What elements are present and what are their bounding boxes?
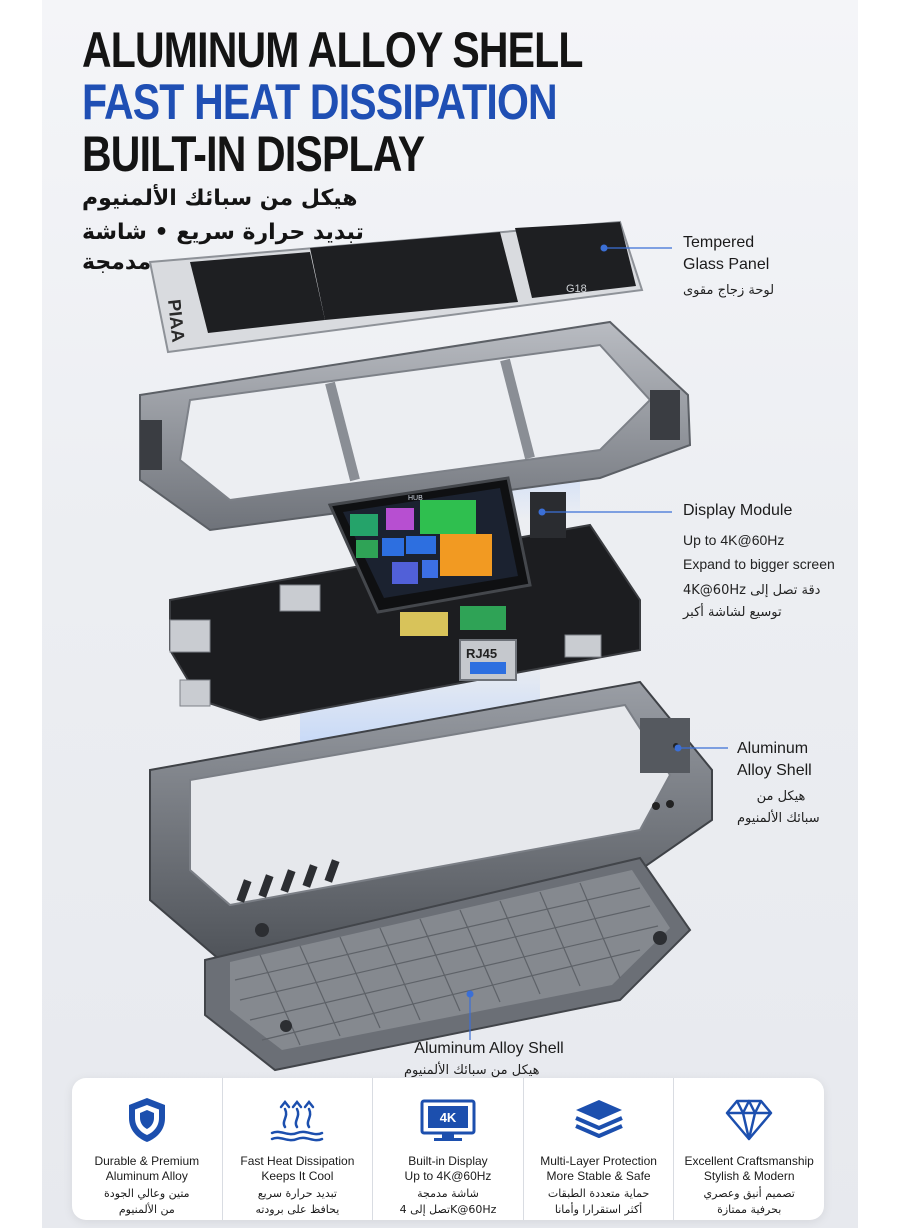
callout-display-arabic-2: توسيع لشاشة أكبر xyxy=(683,605,782,620)
rj45-label: RJ45 xyxy=(466,646,497,661)
headline-arabic-2: تبديد حرارة سريع • شاشة مدمجة xyxy=(82,220,364,275)
display-4k-badge: 4K xyxy=(440,1110,457,1125)
callout-glass-title-2: Glass Panel xyxy=(683,256,770,273)
feature-craftsmanship: Excellent Craftsmanship Stylish & Modern… xyxy=(674,1078,824,1220)
callout-shell-arabic-2: سبائك الألمنيوم xyxy=(737,811,820,826)
feature-heat-arabic-1: تبديد حرارة سريع xyxy=(257,1187,337,1200)
model-mark: G18 xyxy=(566,283,587,295)
callout-display: Display Module Up to 4K@60Hz Expand to b… xyxy=(683,500,835,624)
callout-display-line-1: Up to 4K@60Hz xyxy=(683,532,785,548)
display-4k-icon: 4K xyxy=(420,1099,476,1141)
feature-display-arabic-2: تصل إلى 4K@60Hz xyxy=(399,1203,497,1216)
screen-header: HUB xyxy=(408,495,423,502)
feature-heat-arabic-2: يحافظ على برودته xyxy=(255,1203,340,1216)
bottom-plate-part xyxy=(204,856,692,1072)
headline-line-3: BUILT-IN DISPLAY xyxy=(82,126,425,182)
feature-durable: Durable & Premium Aluminum Alloy متين وع… xyxy=(72,1078,223,1220)
callout-glass: Tempered Glass Panel لوحة زجاج مقوى xyxy=(683,232,793,302)
callout-display-arabic-1: دقة تصل إلى 4K@60Hz xyxy=(683,583,821,598)
feature-protection-arabic-1: حماية متعددة الطبقات xyxy=(547,1187,650,1200)
feature-craftsmanship-line-1: Excellent Craftsmanship xyxy=(684,1154,814,1168)
feature-craftsmanship-arabic-2: بحرفية ممتازة xyxy=(717,1203,782,1216)
headline-line-1: ALUMINUM ALLOY SHELL xyxy=(82,22,583,78)
feature-craftsmanship-arabic-1: تصميم أنيق وعصري xyxy=(703,1187,795,1200)
feature-protection-line-2: More Stable & Safe xyxy=(546,1169,651,1183)
callout-glass-arabic: لوحة زجاج مقوى xyxy=(683,283,775,298)
callout-shell-arabic-1: هيكل من xyxy=(756,789,806,804)
callout-bottom: Aluminum Alloy Shell هيكل من سبائك الألم… xyxy=(404,1038,574,1082)
feature-durable-arabic-1: متين وعالي الجودة xyxy=(104,1187,190,1200)
feature-display-line-1: Built-in Display xyxy=(408,1154,488,1168)
display-module-part: HUB xyxy=(327,476,566,614)
shield-icon xyxy=(128,1098,165,1142)
feature-heat-line-2: Keeps It Cool xyxy=(261,1169,334,1183)
layers-icon xyxy=(574,1100,623,1138)
feature-display-line-2: Up to 4K@60Hz xyxy=(404,1169,492,1183)
feature-display: 4K Built-in Display Up to 4K@60Hz شاشة م… xyxy=(373,1078,524,1220)
leader-lines xyxy=(466,244,728,1040)
diamond-icon xyxy=(725,1099,773,1141)
left-margin xyxy=(0,0,42,1228)
callout-shell-title-1: Aluminum xyxy=(737,740,809,757)
feature-durable-line-1: Durable & Premium xyxy=(94,1154,200,1168)
headline-arabic-1: هيكل من سبائك الألمنيوم xyxy=(82,186,358,211)
feature-craftsmanship-line-2: Stylish & Modern xyxy=(703,1169,795,1183)
upper-frame-part xyxy=(139,320,692,532)
middle-shell-part xyxy=(149,680,713,962)
brand-mark: PIAA xyxy=(164,298,188,343)
feature-protection: Multi-Layer Protection More Stable & Saf… xyxy=(524,1078,675,1220)
glass-panel-part: PIAA G18 xyxy=(148,220,644,354)
heat-icon xyxy=(271,1099,324,1142)
callout-shell-title-2: Alloy Shell xyxy=(737,762,812,779)
feature-protection-arabic-2: أكثر استقرارا وأمانا xyxy=(554,1203,643,1216)
feature-protection-line-1: Multi-Layer Protection xyxy=(540,1154,657,1168)
feature-durable-line-2: Aluminum Alloy xyxy=(105,1169,188,1183)
feature-heat-line-1: Fast Heat Dissipation xyxy=(240,1154,355,1168)
callout-display-title: Display Module xyxy=(683,502,793,519)
callout-glass-title-1: Tempered xyxy=(683,234,755,251)
callout-bottom-title: Aluminum Alloy Shell xyxy=(414,1040,564,1057)
right-margin xyxy=(858,0,900,1228)
callout-shell: Aluminum Alloy Shell هيكل من سبائك الألم… xyxy=(737,738,837,830)
feature-bar: Durable & Premium Aluminum Alloy متين وع… xyxy=(72,1078,824,1220)
callout-bottom-arabic: هيكل من سبائك الألمنيوم xyxy=(404,1063,540,1078)
feature-heat: Fast Heat Dissipation Keeps It Cool تبدي… xyxy=(223,1078,374,1220)
feature-display-arabic-1: شاشة مدمجة xyxy=(417,1187,479,1200)
headline-line-2: FAST HEAT DISSIPATION xyxy=(82,74,558,130)
feature-durable-arabic-2: من الألمنيوم xyxy=(118,1203,175,1216)
callout-display-line-2: Expand to bigger screen xyxy=(683,556,835,572)
